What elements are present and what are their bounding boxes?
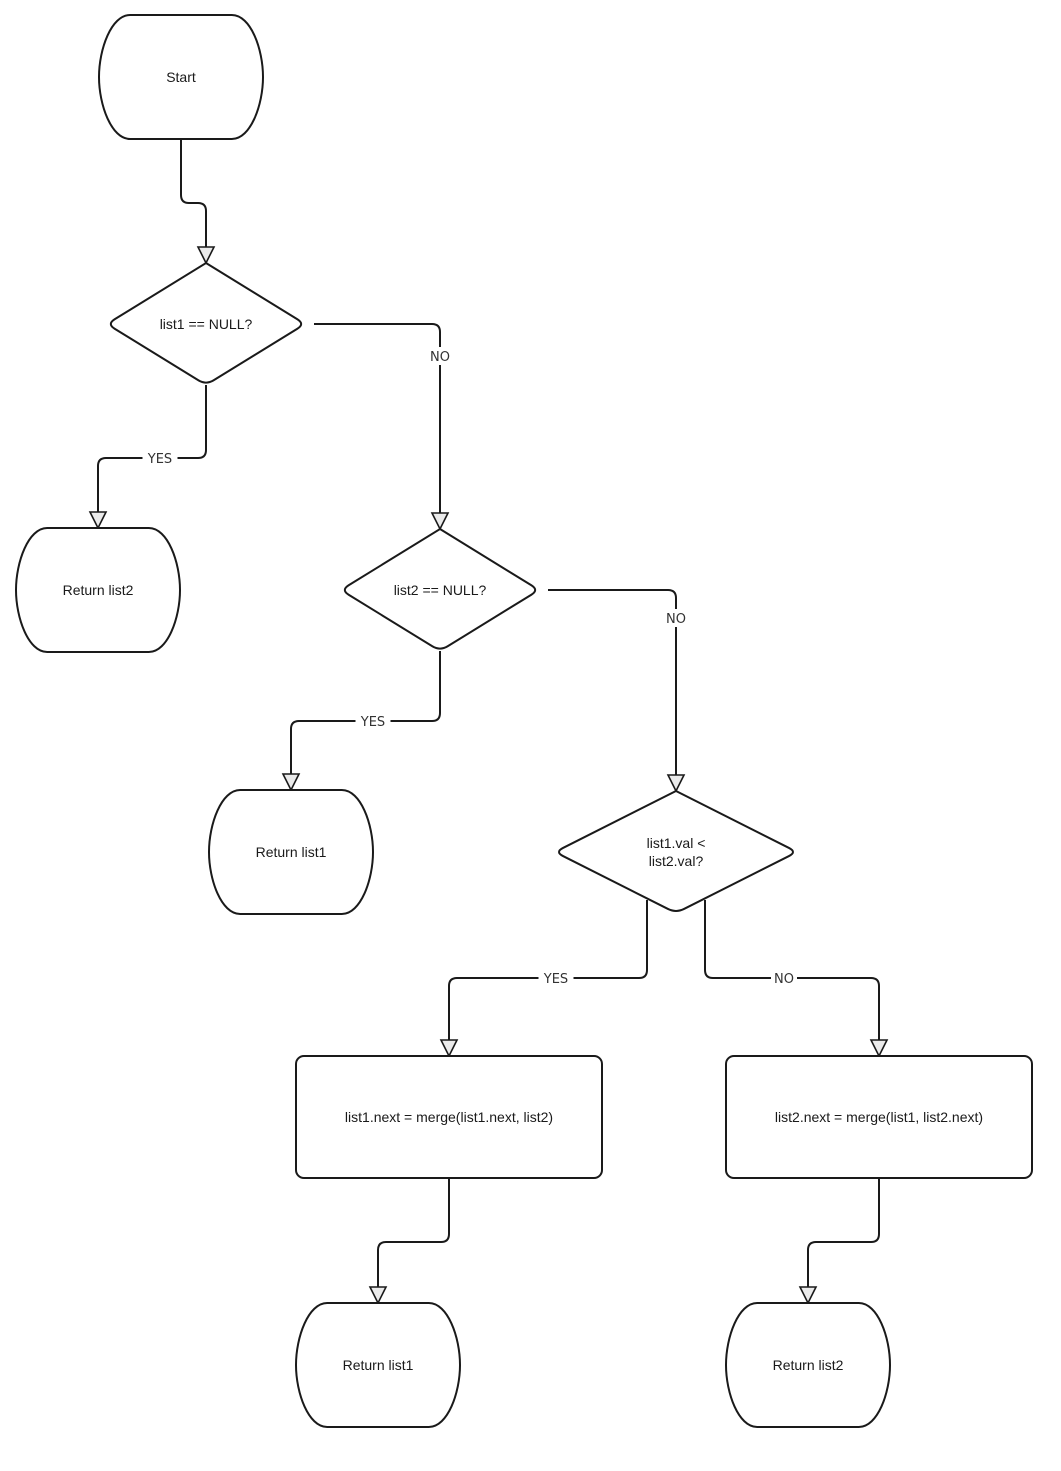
connector-line	[180, 139, 207, 247]
node-label: Return list2	[773, 1357, 844, 1373]
edge-label-text: YES	[147, 452, 172, 467]
edge-label-background	[538, 969, 574, 987]
decision-diamond	[109, 261, 303, 384]
terminal-shape	[14, 527, 182, 653]
edge-p2-to-ret4	[798, 1178, 880, 1305]
arrowhead-icon	[368, 1286, 388, 1305]
edge-label: YES	[142, 449, 178, 467]
edges-layer	[88, 139, 889, 1305]
node-label: list1 == NULL?	[160, 316, 253, 332]
edge-label-text: NO	[774, 972, 794, 987]
edge-label: NO	[427, 347, 453, 365]
edge-label-text: NO	[666, 612, 686, 627]
edge-label-text: NO	[430, 350, 450, 365]
arrowhead-icon	[430, 512, 450, 531]
node-label: Return list1	[256, 844, 327, 860]
edge-start-to-d1	[180, 139, 216, 265]
edge-label: YES	[355, 712, 391, 730]
arrowhead-icon	[281, 773, 301, 792]
arrowhead-icon	[869, 1039, 889, 1058]
edge-p1-to-ret3	[368, 1178, 450, 1305]
node-label: list1.next = merge(list1.next, list2)	[345, 1109, 553, 1125]
node-terminal-start: Start	[97, 14, 265, 140]
decision-diamond	[558, 789, 794, 912]
node-decision-d2: list2 == NULL?	[343, 527, 537, 650]
terminal-shape	[294, 1302, 462, 1428]
edge-label-background	[355, 712, 391, 730]
nodes-layer: Start list1 == NULL? Return list2 list2 == …	[14, 14, 1033, 1428]
node-label: list2.next = merge(list1, list2.next)	[775, 1109, 983, 1125]
edge-label: NO	[771, 969, 797, 987]
arrowhead-icon	[439, 1039, 459, 1058]
node-label: list1.val <	[647, 835, 706, 851]
edge-d2-to-d3	[548, 589, 686, 793]
terminal-shape	[97, 14, 265, 140]
edge-label-text: YES	[543, 972, 568, 987]
node-label: Return list2	[63, 582, 134, 598]
edge-label-background	[427, 347, 453, 365]
edge-labels-layer: YES NO YES NO YES NO	[142, 347, 797, 987]
edge-label-background	[771, 969, 797, 987]
arrowhead-icon	[196, 246, 216, 265]
edge-label: NO	[663, 609, 689, 627]
decision-diamond	[343, 527, 537, 650]
connector-line	[97, 385, 207, 512]
edge-label-background	[142, 449, 178, 467]
node-label: Start	[166, 69, 196, 85]
node-terminal-ret4: Return list2	[724, 1302, 892, 1428]
node-decision-d3: list1.val < list2.val?	[558, 789, 794, 912]
node-terminal-ret2: Return list1	[207, 789, 375, 915]
edge-d1-to-d2	[314, 323, 450, 531]
process-box	[725, 1055, 1033, 1179]
node-terminal-ret1: Return list2	[14, 527, 182, 653]
node-decision-d1: list1 == NULL?	[109, 261, 303, 384]
arrowhead-icon	[88, 511, 108, 530]
connector-line	[807, 1178, 880, 1287]
node-label: Return list1	[343, 1357, 414, 1373]
connector-line	[314, 323, 441, 513]
terminal-shape	[724, 1302, 892, 1428]
node-process-p1: list1.next = merge(list1.next, list2)	[295, 1055, 603, 1179]
node-label: list2 == NULL?	[394, 582, 487, 598]
connector-line	[548, 589, 677, 775]
edge-label: YES	[538, 969, 574, 987]
node-label: list2.val?	[649, 853, 704, 869]
edge-label-text: YES	[360, 715, 385, 730]
node-terminal-ret3: Return list1	[294, 1302, 462, 1428]
arrowhead-icon	[798, 1286, 818, 1305]
connector-line	[377, 1178, 450, 1287]
node-process-p2: list2.next = merge(list1, list2.next)	[725, 1055, 1033, 1179]
edge-label-background	[663, 609, 689, 627]
terminal-shape	[207, 789, 375, 915]
process-box	[295, 1055, 603, 1179]
arrowhead-icon	[666, 774, 686, 793]
